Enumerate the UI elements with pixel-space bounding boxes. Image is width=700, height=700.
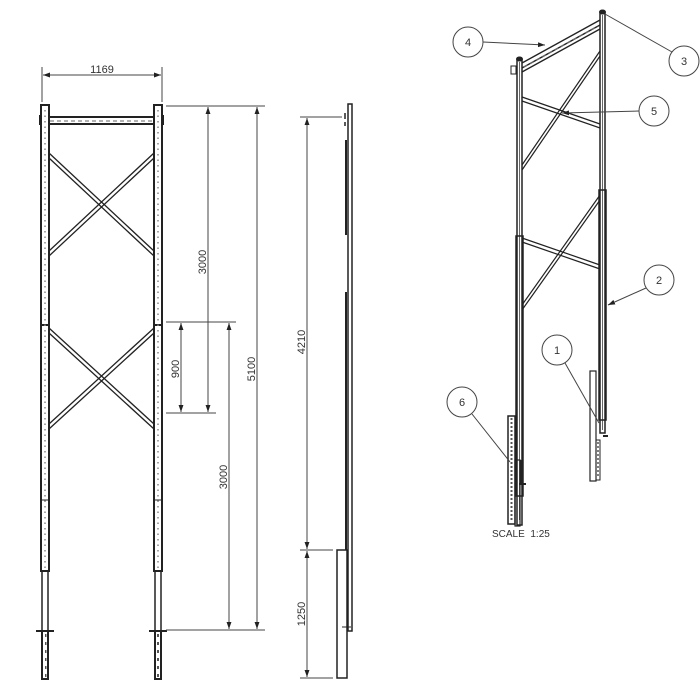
scale-label: SCALE 1:25	[492, 529, 550, 540]
balloon-label-1: 1	[554, 345, 560, 357]
width-dimension-label: 1169	[90, 64, 114, 76]
side-view	[336, 103, 353, 679]
base-plate	[336, 549, 348, 679]
callout-balloons	[446, 13, 700, 463]
balloon-label-5: 5	[651, 106, 657, 118]
iso-right-upright	[589, 9, 608, 482]
left-upright	[36, 104, 54, 680]
total-height-dimension-label: 5100	[246, 357, 258, 381]
balloon-label-6: 6	[459, 397, 465, 409]
upper-x-brace	[48, 152, 155, 257]
overlap-dimension-label: 900	[170, 360, 182, 378]
iso-upper-bracing	[521, 50, 601, 171]
balloon-label-3: 3	[681, 56, 687, 68]
front-view	[36, 104, 167, 680]
iso-lower-bracing	[521, 194, 601, 311]
lower-bay-dimension-label: 3000	[218, 465, 230, 489]
iso-top-beam	[521, 19, 601, 73]
balloon-label-4: 4	[465, 37, 471, 49]
isometric-view	[507, 9, 608, 527]
lower-x-brace	[48, 327, 155, 430]
side-view-dimensions	[300, 116, 342, 679]
iso-left-upright	[507, 56, 526, 527]
right-upright	[149, 104, 167, 680]
base-plate-dimension-label: 1250	[296, 602, 308, 626]
upper-bay-dimension-label: 3000	[197, 250, 209, 274]
side-height-dimension-label: 4210	[296, 330, 308, 354]
front-view-dimensions	[41, 67, 265, 631]
balloon-label-2: 2	[656, 275, 662, 287]
top-beam	[39, 115, 164, 125]
